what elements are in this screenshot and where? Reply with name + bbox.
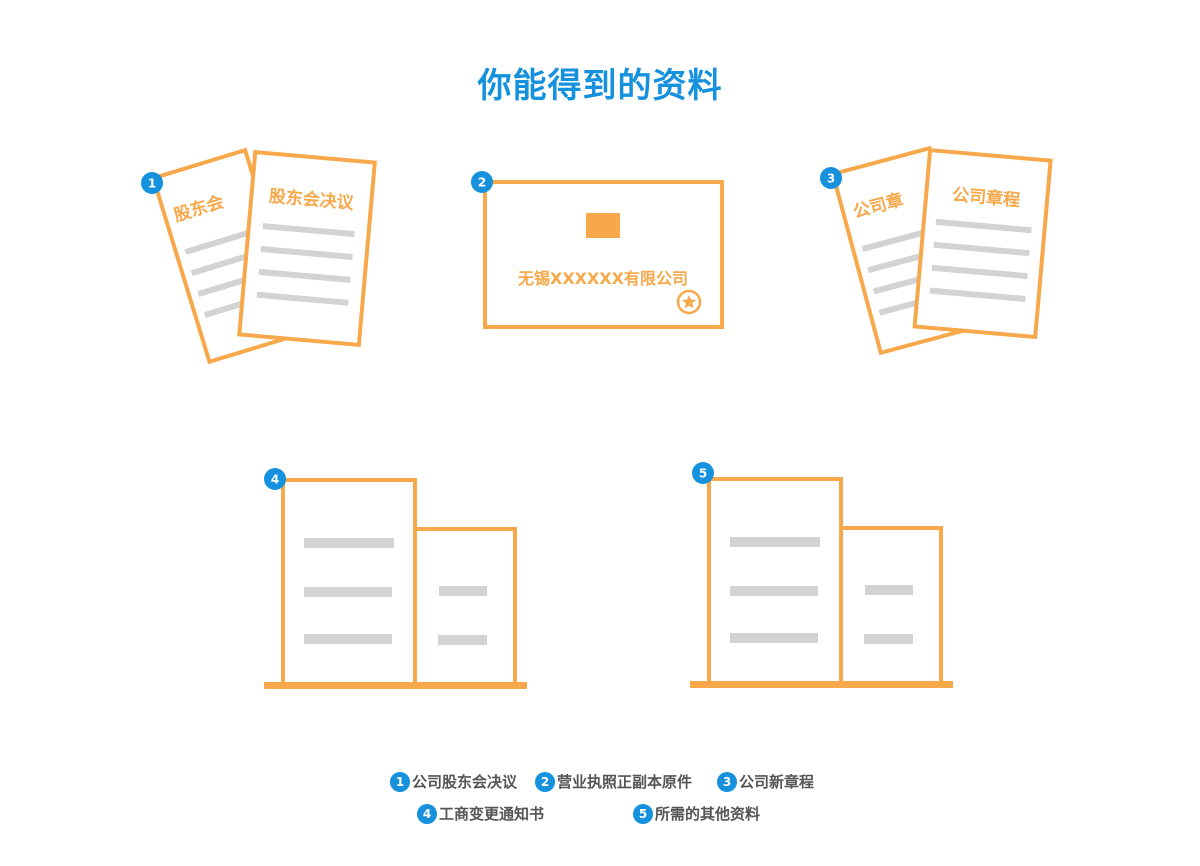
svg-text:2: 2: [478, 176, 486, 190]
svg-text:4: 4: [271, 473, 279, 487]
legend-label: 工商变更通知书: [439, 805, 545, 823]
legend-number-badge: 3: [717, 771, 737, 792]
legend-number-badge: 4: [417, 803, 437, 824]
building-icon: 4: [264, 468, 527, 689]
number-badge: [141, 172, 163, 194]
legend-label: 公司股东会决议: [412, 773, 518, 791]
star-seal-icon: [676, 289, 702, 315]
document-stack-articles-icon: 公司章 公司章程 3: [820, 145, 1053, 356]
svg-text:5: 5: [699, 467, 707, 481]
number-badge: [471, 171, 493, 193]
number-badge: [820, 167, 842, 189]
legend-label: 营业执照正副本原件: [557, 773, 693, 791]
business-license-icon: 无锡XXXXXX有限公司 2: [471, 171, 724, 329]
legend-label: 所需的其他资料: [655, 805, 761, 823]
building-icon: 5: [690, 462, 953, 688]
number-badge: [264, 468, 286, 490]
page-title: 你能得到的资料: [477, 66, 723, 106]
legend-item-4: 4 工商变更通知书: [417, 803, 544, 824]
document-stack-resolution-icon: 股东会 股东会决议 1: [141, 147, 377, 365]
number-badge: [692, 462, 714, 484]
legend-number-badge: 2: [535, 771, 555, 792]
company-name: 无锡XXXXXX有限公司: [517, 269, 688, 288]
legend-item-2: 2 营业执照正副本原件: [535, 771, 692, 792]
legend-number-badge: 5: [633, 803, 653, 824]
legend-label: 公司新章程: [739, 773, 815, 791]
svg-text:3: 3: [827, 172, 835, 186]
svg-text:1: 1: [148, 177, 156, 191]
legend-item-1: 1 公司股东会决议: [390, 771, 517, 792]
legend-item-5: 5 所需的其他资料: [633, 803, 760, 824]
legend-item-3: 3 公司新章程: [717, 771, 814, 792]
legend-number-badge: 1: [390, 771, 410, 792]
